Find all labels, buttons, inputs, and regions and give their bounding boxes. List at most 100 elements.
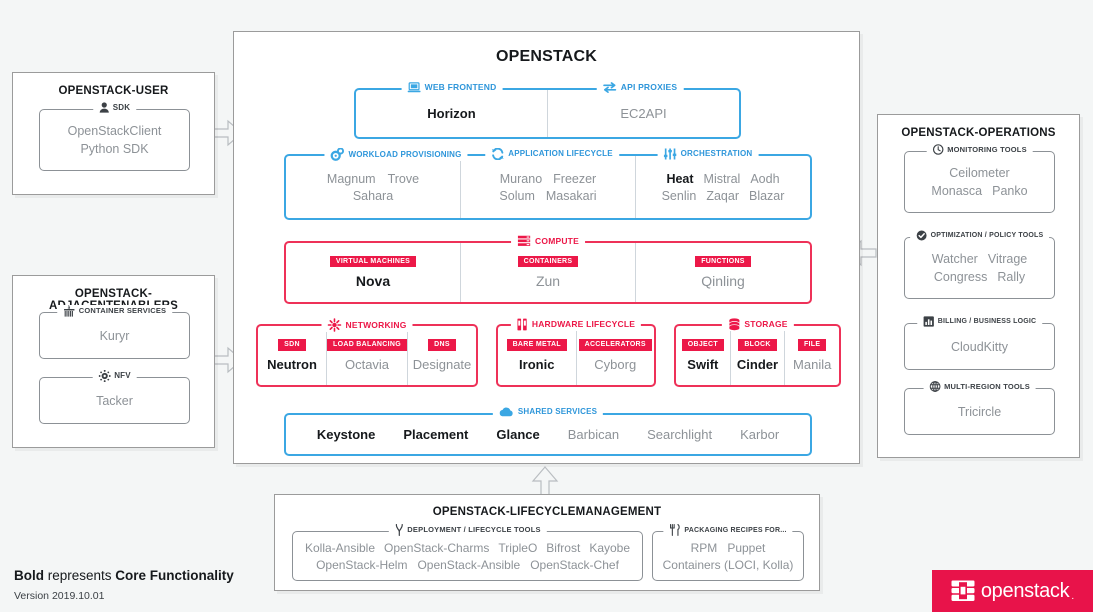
service-openstack-chef: OpenStack-Chef bbox=[530, 557, 619, 572]
legend-sdk-label: SDK bbox=[112, 102, 131, 112]
col-networking-sdn: SDN Neutron bbox=[258, 326, 326, 385]
service-zun: Zun bbox=[535, 273, 561, 290]
legend-networking-label: NETWORKING bbox=[345, 319, 407, 330]
service-monasca: Monasca bbox=[931, 184, 983, 198]
legend-api-proxies-label: API PROXIES bbox=[620, 82, 678, 93]
service-senlin: Senlin bbox=[661, 188, 697, 203]
network-nodes-icon bbox=[327, 318, 342, 332]
col-storage-object: OBJECT Swift bbox=[676, 326, 730, 385]
col-web-frontend: Horizon bbox=[356, 90, 547, 137]
service-congress: Congress bbox=[933, 270, 988, 284]
col-compute-virtual-machines: VIRTUAL MACHINES Nova bbox=[286, 243, 460, 302]
legend-packaging-recipes: PACKAGING RECIPES FOR... bbox=[663, 524, 793, 536]
cloud-icon bbox=[499, 407, 513, 417]
database-icon bbox=[728, 318, 740, 331]
bold-legend-word: Bold bbox=[14, 568, 44, 583]
sliders-icon bbox=[663, 148, 677, 160]
openstack-lifecyclemanagement-panel: OPENSTACK-LIFECYCLEMANAGEMENT DEPLOYMENT… bbox=[274, 494, 820, 591]
legend-storage-label: STORAGE bbox=[744, 319, 788, 330]
service-cyborg: Cyborg bbox=[594, 356, 637, 372]
bold-legend-mid: represents bbox=[44, 568, 116, 583]
service-rally: Rally bbox=[997, 270, 1026, 284]
legend-optimization-policy-tools: OPTIMIZATION / POLICY TOOLS bbox=[909, 230, 1050, 241]
service-openstackclient: OpenStackClient bbox=[67, 124, 162, 138]
exchange-arrows-icon bbox=[603, 82, 617, 93]
gears-icon bbox=[330, 148, 345, 161]
service-tricircle: Tricircle bbox=[957, 404, 1002, 419]
service-aodh: Aodh bbox=[750, 171, 780, 186]
legend-nfv: NFV bbox=[92, 370, 137, 382]
group-monitoring-tools: MONITORING TOOLS Ceilometer Monasca Pank… bbox=[904, 144, 1055, 213]
openstack-wordmark: openstack bbox=[980, 579, 1070, 602]
openstack-user-title: OPENSTACK-USER bbox=[58, 85, 169, 97]
openstack-adjacentenablers-panel: OPENSTACK-ADJACENTENABLERS CONTAINER SER… bbox=[12, 275, 215, 448]
service-bifrost: Bifrost bbox=[546, 540, 581, 555]
openstack-operations-panel: OPENSTACK-OPERATIONS MONITORING TOOLS Ce… bbox=[877, 114, 1080, 458]
service-heat: Heat bbox=[666, 171, 694, 186]
col-compute-functions: FUNCTIONS Qinling bbox=[635, 243, 810, 302]
service-karbor: Karbor bbox=[740, 427, 780, 442]
group-compute: COMPUTE VIRTUAL MACHINES Nova CONTAINERS… bbox=[284, 235, 812, 304]
laptop-icon bbox=[407, 82, 421, 93]
service-horizon: Horizon bbox=[427, 106, 476, 121]
legend-orchestration-label: ORCHESTRATION bbox=[680, 149, 753, 158]
memory-sticks-icon bbox=[517, 318, 527, 331]
wishbone-icon bbox=[395, 524, 403, 536]
service-qinling: Qinling bbox=[701, 273, 745, 290]
service-ec2api: EC2API bbox=[620, 106, 667, 121]
service-murano: Murano bbox=[499, 171, 543, 186]
group-workload-app-orchestration: WORKLOAD PROVISIONING APPLICATION LIFECY… bbox=[284, 148, 812, 220]
openstack-operations-title: OPENSTACK-OPERATIONS bbox=[901, 127, 1056, 139]
service-watcher: Watcher bbox=[931, 252, 978, 266]
col-storage-block: BLOCK Cinder bbox=[729, 326, 785, 385]
col-networking-load-balancing: LOAD BALANCING Octavia bbox=[326, 326, 407, 385]
service-placement: Placement bbox=[403, 427, 469, 442]
shipping-container-icon bbox=[63, 305, 74, 317]
bold-legend-note: Bold represents Core Functionality bbox=[14, 568, 234, 583]
legend-sdk: SDK bbox=[92, 102, 137, 113]
badge-load-balancing: LOAD BALANCING bbox=[327, 339, 407, 351]
group-storage: STORAGE OBJECT Swift BLOCK Cinder FILE M… bbox=[674, 318, 841, 387]
openstack-lifecyclemanagement-title: OPENSTACK-LIFECYCLEMANAGEMENT bbox=[432, 506, 662, 518]
clock-icon bbox=[932, 144, 943, 155]
globe-icon bbox=[929, 381, 940, 392]
service-openstack-ansible: OpenStack-Ansible bbox=[417, 557, 521, 572]
arrow-lifecycle-to-openstack bbox=[531, 466, 559, 497]
server-stack-icon bbox=[517, 235, 531, 246]
legend-container-services-label: CONTAINER SERVICES bbox=[78, 306, 167, 316]
group-multi-region-tools: MULTI-REGION TOOLS Tricircle bbox=[904, 381, 1055, 435]
legend-multi-region-tools: MULTI-REGION TOOLS bbox=[923, 381, 1036, 392]
legend-shared-services: SHARED SERVICES bbox=[492, 407, 604, 417]
service-tripleo: TripleO bbox=[498, 540, 538, 555]
service-vitrage: Vitrage bbox=[987, 252, 1028, 266]
service-magnum: Magnum bbox=[326, 171, 376, 186]
badge-virtual-machines: VIRTUAL MACHINES bbox=[329, 255, 417, 268]
badge-bare-metal: BARE METAL bbox=[506, 339, 567, 351]
col-orchestration: Heat Mistral Aodh Senlin Zaqar Blazar bbox=[635, 156, 810, 218]
service-masakari: Masakari bbox=[545, 188, 597, 203]
col-hardware-bare-metal: BARE METAL Ironic bbox=[498, 326, 576, 385]
registered-mark: . bbox=[1071, 591, 1075, 602]
service-neutron: Neutron bbox=[267, 356, 317, 372]
group-container-services: CONTAINER SERVICES Kuryr bbox=[39, 305, 190, 359]
service-containers-loci-kolla: Containers (LOCI, Kolla) bbox=[662, 557, 794, 572]
group-shared-services: SHARED SERVICES Keystone Placement Glanc… bbox=[284, 407, 812, 456]
legend-compute-label: COMPUTE bbox=[535, 235, 579, 246]
legend-deployment-lifecycle-tools-label: DEPLOYMENT / LIFECYCLE TOOLS bbox=[407, 525, 541, 535]
nfv-node-icon bbox=[98, 370, 111, 382]
service-openstack-charms: OpenStack-Charms bbox=[384, 540, 490, 555]
group-web-frontend-api-proxies: WEB FRONTEND API PROXIES Horizon EC2API bbox=[354, 82, 741, 139]
col-api-proxies: EC2API bbox=[547, 90, 739, 137]
col-storage-file: FILE Manila bbox=[784, 326, 839, 385]
legend-api-proxies: API PROXIES bbox=[596, 82, 684, 93]
legend-container-services: CONTAINER SERVICES bbox=[56, 305, 173, 317]
badge-block: BLOCK bbox=[738, 339, 777, 351]
service-ceilometer: Ceilometer bbox=[949, 166, 1010, 180]
service-openstack-helm: OpenStack-Helm bbox=[316, 557, 408, 572]
legend-shared-services-label: SHARED SERVICES bbox=[517, 407, 598, 416]
service-keystone: Keystone bbox=[316, 427, 376, 442]
group-sdk: SDK OpenStackClient Python SDK bbox=[39, 102, 190, 171]
service-kolla-ansible: Kolla-Ansible bbox=[304, 540, 376, 555]
legend-web-frontend: WEB FRONTEND bbox=[401, 82, 503, 93]
